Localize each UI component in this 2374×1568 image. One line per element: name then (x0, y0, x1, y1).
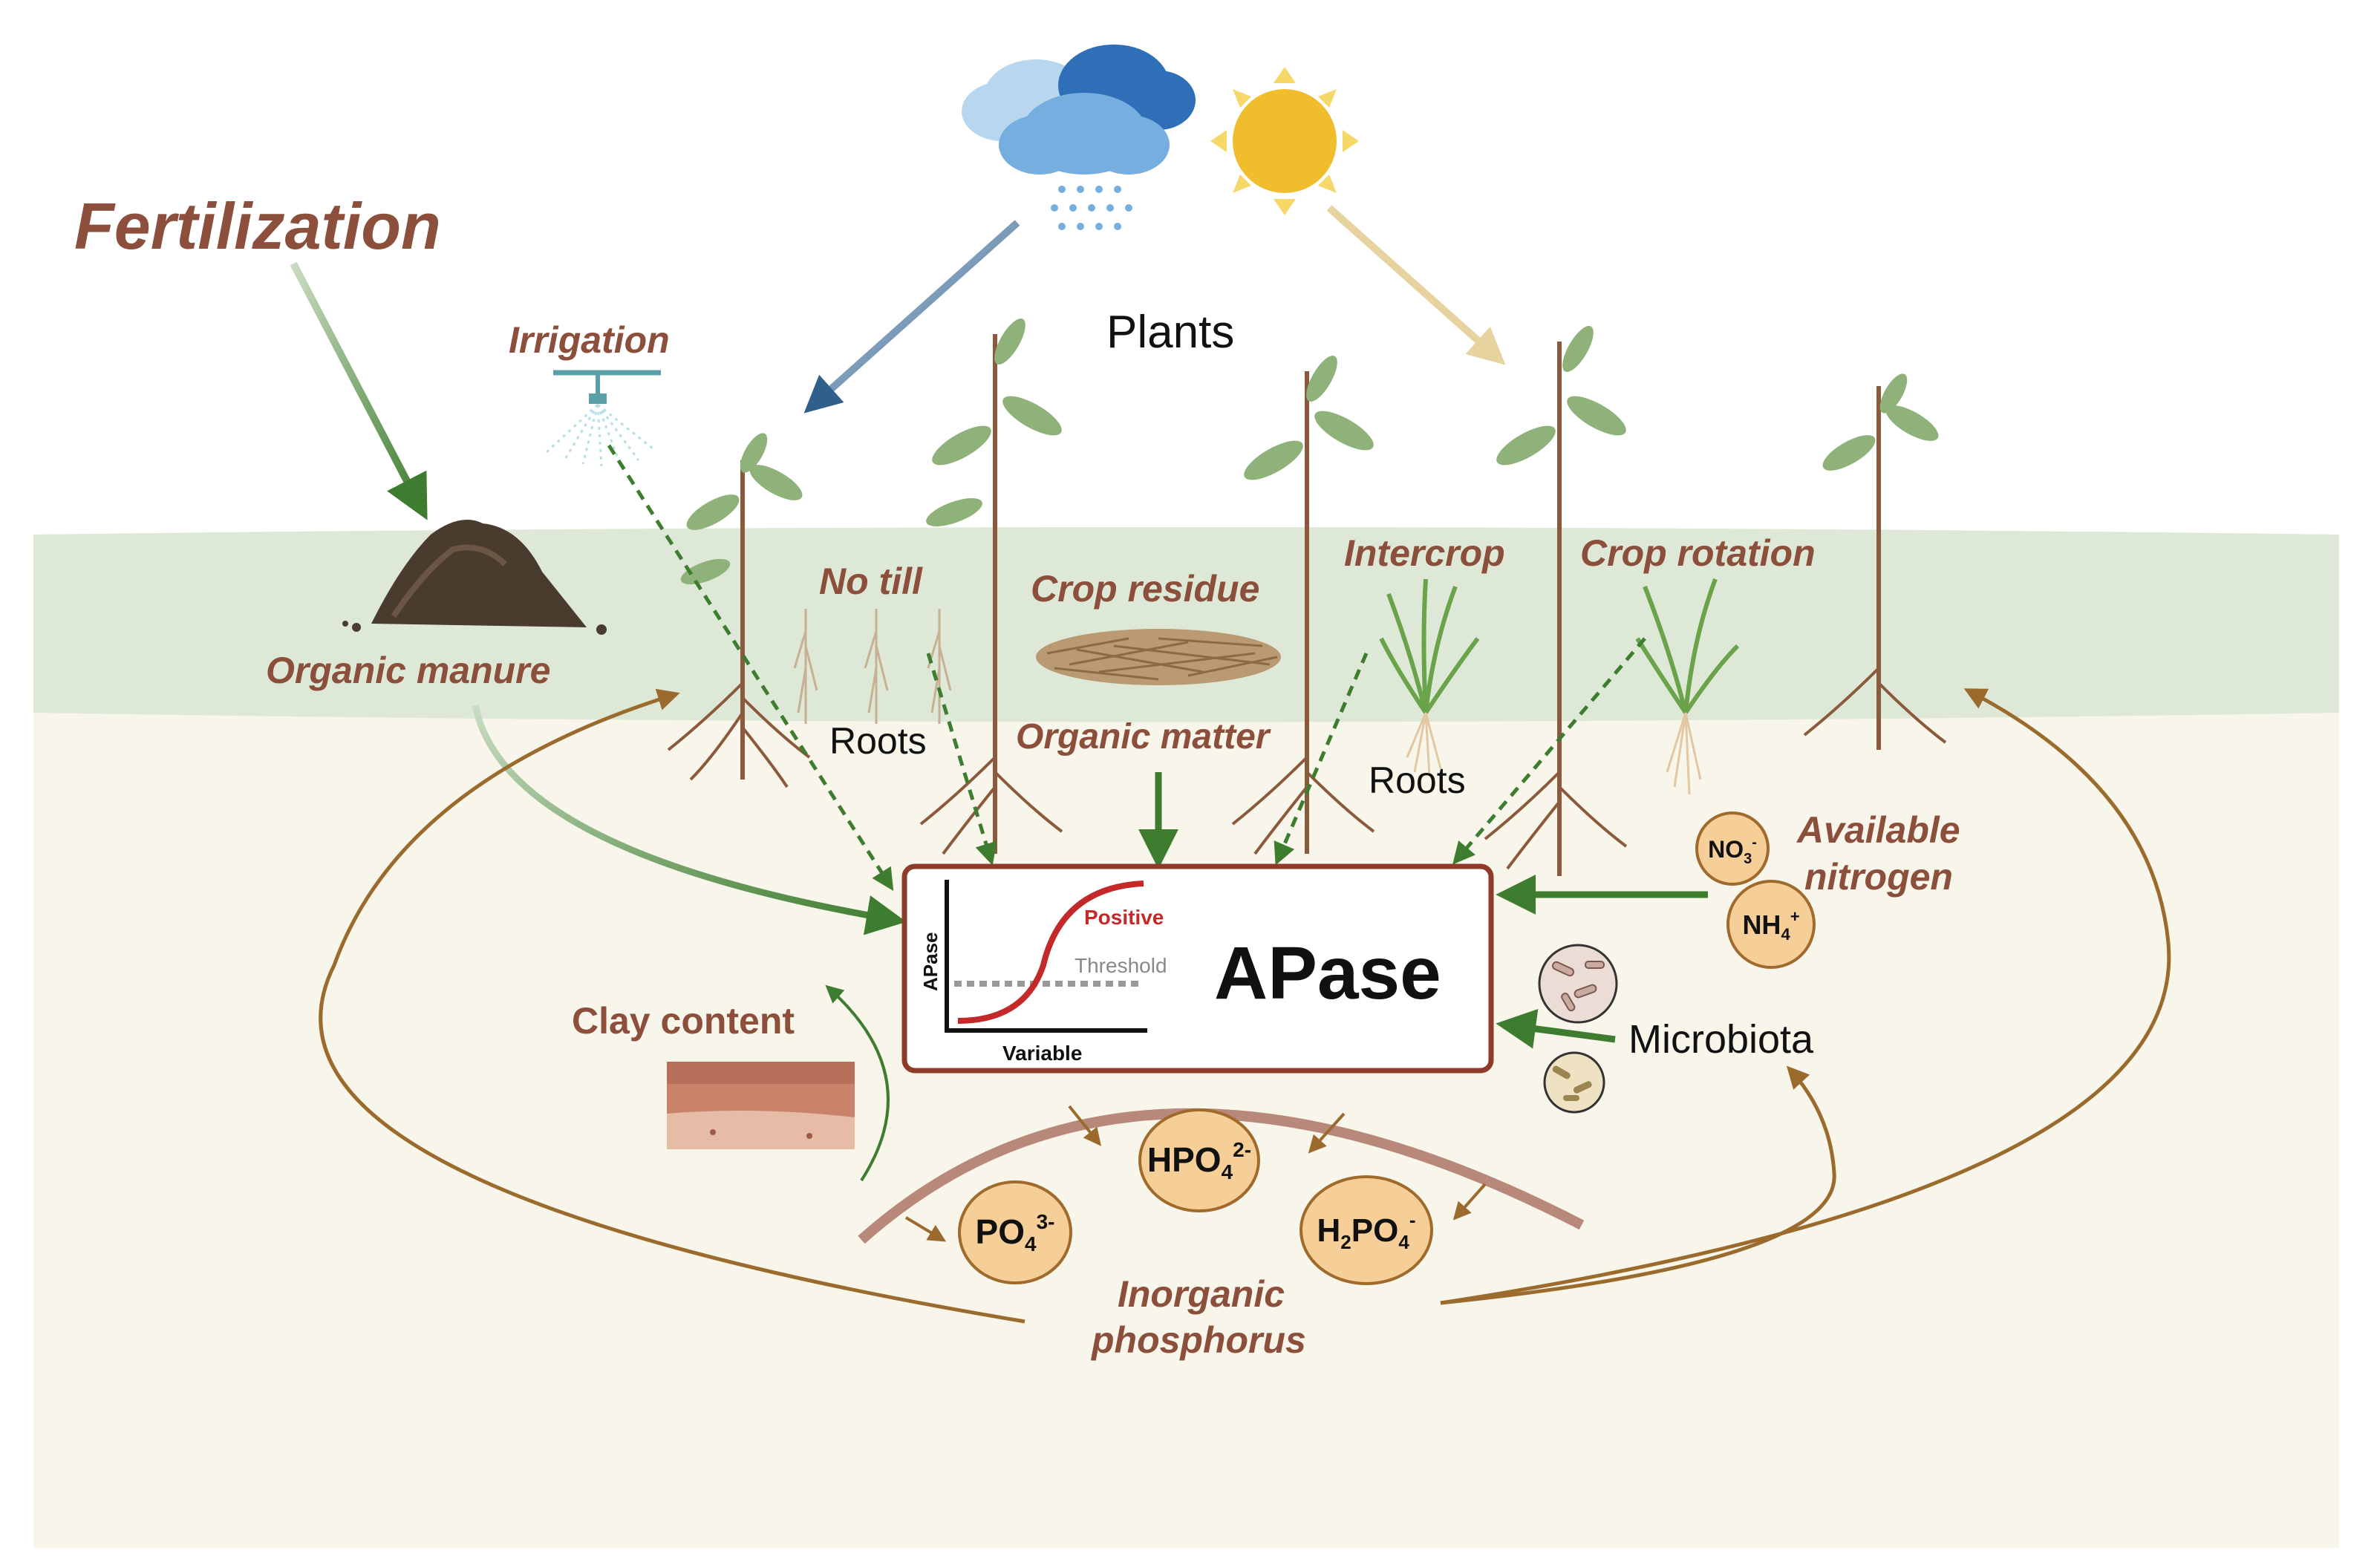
intercrop-label: Intercrop (1344, 532, 1505, 574)
manure-to-apase-arrow (472, 705, 907, 935)
inorganic-phosphorus-label-line1: Inorganic (1118, 1273, 1285, 1315)
no3-ion: NO3- (1695, 811, 1770, 886)
microbiota-label: Microbiota (1628, 1017, 1814, 1062)
irrigation-label: Irrigation (509, 319, 670, 361)
clay-soil-sample-icon (667, 1062, 855, 1149)
svg-text:NH4+: NH4+ (1742, 907, 1799, 944)
no-till-roots-icon (793, 609, 952, 724)
arc-arrow-4 (1452, 1183, 1487, 1221)
apase-mini-chart: Positive Threshold APase Variable (919, 880, 1167, 1065)
irrigation-sprinkler-icon (544, 370, 661, 467)
intercrop-grass-icon (1379, 578, 1480, 777)
plant-1-icon (667, 433, 811, 788)
phosphorus-feedback-left-arrow (319, 688, 1025, 1324)
plant-2-icon (919, 318, 1063, 855)
no-till-to-apase-arrow (926, 653, 997, 866)
arc-arrow-1 (1068, 1105, 1101, 1146)
microbiota-to-apase-arrow (1496, 1008, 1616, 1049)
rain-to-plants-arrow (803, 220, 1020, 414)
roots-label-right: Roots (1369, 760, 1466, 801)
sun-icon (1210, 67, 1359, 215)
organic-matter-label: Organic matter (1016, 717, 1271, 757)
sun-to-plants-arrow (1326, 205, 1506, 365)
svg-text:PO43-: PO43- (976, 1210, 1055, 1255)
organic-manure-pile-icon (342, 520, 607, 635)
topsoil-band (33, 527, 2339, 722)
rotation-to-apase-arrow (1452, 637, 1646, 865)
arc-arrow-2 (1308, 1112, 1346, 1154)
apase-box: Positive Threshold APase Variable APase (901, 863, 1494, 1074)
organic-manure-label: Organic manure (266, 650, 550, 691)
mini-chart-threshold-label: Threshold (1075, 954, 1167, 977)
nh4-ion: NH4+ (1726, 880, 1816, 969)
mini-chart-positive-label: Positive (1084, 906, 1164, 929)
plant-4-icon (1484, 325, 1628, 876)
mini-chart-response-curve (957, 881, 1144, 1024)
phosphorus-to-microbiota-arrow (1440, 1065, 1836, 1305)
arc-arrow-3 (904, 1216, 947, 1242)
irrigation-to-apase-arrow (607, 444, 894, 892)
mini-chart-y-label: APase (919, 932, 942, 992)
po4-ion: PO43- (958, 1180, 1072, 1284)
svg-text:H2PO4-: H2PO4- (1317, 1209, 1416, 1253)
available-nitrogen-label-line1: Available (1796, 809, 1960, 851)
crop-residue-label: Crop residue (1031, 568, 1259, 610)
bacteria-cell-icon (1543, 1051, 1605, 1114)
hpo4-ion: HPO42- (1138, 1108, 1260, 1212)
crop-residue-straw-icon (1036, 629, 1281, 685)
plant-3-icon (1231, 356, 1375, 855)
h2po4-ion: H2PO4- (1299, 1175, 1433, 1285)
clay-content-label: Clay content (572, 1000, 795, 1042)
fertilization-label: Fertilization (74, 189, 441, 263)
rain-cloud-icon (962, 45, 1196, 230)
svg-text:NO3-: NO3- (1708, 834, 1757, 867)
inorganic-phosphorus-label-line2: phosphorus (1090, 1319, 1306, 1361)
plant-5-icon (1803, 373, 1947, 750)
svg-text:HPO42-: HPO42- (1147, 1138, 1251, 1183)
mini-chart-x-label: Variable (1002, 1042, 1082, 1065)
crop-rotation-label: Crop rotation (1580, 532, 1816, 574)
intercrop-to-apase-arrow (1274, 653, 1369, 866)
no-till-label: No till (819, 561, 923, 602)
plants-label: Plants (1106, 307, 1234, 358)
clay-to-apase-arrow (825, 984, 890, 1182)
roots-label-left: Roots (829, 720, 927, 762)
fertilization-to-manure-arrow (290, 261, 428, 520)
microbe-cell-icon (1538, 944, 1618, 1024)
available-nitrogen-label-line2: nitrogen (1804, 856, 1953, 898)
apase-title: APase (1214, 932, 1441, 1015)
